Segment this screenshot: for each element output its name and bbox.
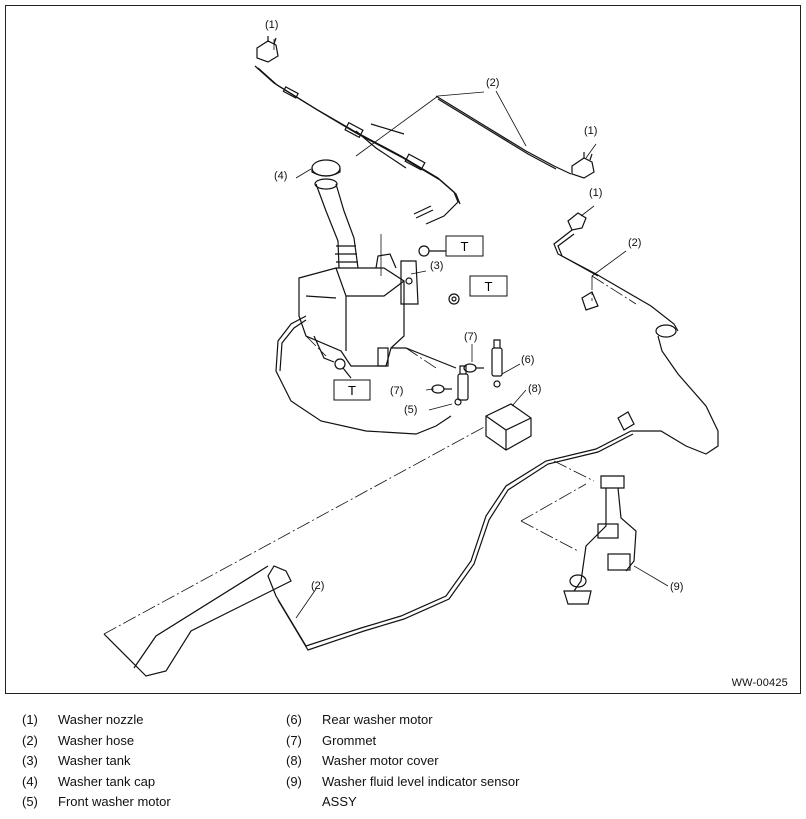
washer-nozzle-left — [256, 36, 279, 63]
legend-number: (5) — [22, 794, 38, 809]
legend-item: (2) Washer hose — [22, 731, 288, 752]
torque-label: T — [348, 383, 356, 398]
washer-tank-filler-neck — [314, 178, 359, 269]
callout-8: (8) — [528, 383, 541, 395]
legend-text: Washer tank — [58, 753, 131, 768]
drawing-id: WW-00425 — [731, 677, 788, 689]
grommet-upper — [463, 363, 484, 373]
legend-text: Rear washer motor — [322, 712, 433, 727]
legend-text: Washer tank cap — [58, 773, 156, 789]
legend-item: (8) Washer motor cover — [286, 751, 552, 772]
callout-1-rear: (1) — [589, 187, 602, 199]
washer-tank-cap — [311, 159, 341, 177]
legend-item: (6) Rear washer motor — [286, 710, 552, 731]
callout-7-upper: (7) — [464, 331, 477, 343]
callout-9: (9) — [670, 581, 683, 593]
legend-item: (3) Washer tank — [22, 751, 288, 772]
legend-number: (6) — [286, 712, 302, 727]
washer-hose-middle — [355, 95, 572, 175]
callout-6: (6) — [521, 354, 534, 366]
washer-nozzle-right — [571, 152, 595, 179]
grommet-lower — [431, 384, 452, 394]
legend-text: Washer fluid level indicator sensor ASSY — [322, 773, 520, 810]
front-washer-motor — [454, 365, 469, 406]
legend-text: Washer motor cover — [322, 753, 439, 768]
washer-hose-loop — [275, 315, 452, 435]
bolt-lower — [334, 358, 352, 379]
alignment-lines — [103, 275, 637, 635]
washer-motor-cover — [485, 403, 532, 451]
hose-clamp-rear — [581, 291, 599, 311]
legend-number: (4) — [22, 773, 38, 789]
legend-item: (1) Washer nozzle — [22, 710, 288, 731]
callout-5: (5) — [404, 404, 417, 416]
torque-label: T — [461, 239, 469, 254]
legend-item: (4) Washer tank cap — [22, 772, 288, 793]
callout-1-right: (1) — [584, 125, 597, 137]
legend-number: (2) — [22, 732, 38, 748]
legend-number: (9) — [286, 773, 302, 789]
legend-item: (9) Washer fluid level indicator sensor A… — [286, 772, 552, 813]
callout-4: (4) — [274, 170, 287, 182]
rear-washer-motor — [491, 339, 503, 388]
legend-item: (5) Front washer motor — [22, 792, 288, 813]
washer-hose-front — [254, 65, 461, 225]
torque-label: T — [485, 279, 493, 294]
legend-text: Grommet — [322, 732, 377, 748]
washer-tank — [298, 253, 457, 369]
legend-text: Washer nozzle — [58, 712, 144, 727]
legend-item: (7) Grommet — [286, 731, 552, 752]
legend-number: (8) — [286, 753, 302, 768]
torque-box-1: T — [445, 235, 484, 257]
washer-hose-rear — [553, 229, 719, 455]
leader-lines — [273, 39, 669, 619]
legend-left: (1) Washer nozzle (2) Washer hose (3) Washe… — [22, 710, 288, 813]
legend-text: Washer hose — [58, 732, 135, 748]
callout-1-left: (1) — [265, 19, 278, 31]
callout-3: (3) — [430, 260, 443, 272]
torque-box-2: T — [469, 275, 508, 297]
legend-number: (7) — [286, 732, 302, 748]
washer-nozzle-rear — [567, 212, 587, 231]
legend-text: Front washer motor — [58, 794, 171, 809]
callout-2-top: (2) — [486, 77, 499, 89]
legend-right: (6) Rear washer motor (7) Grommet (8) Washe… — [286, 710, 552, 813]
washer-hose-long — [103, 430, 634, 677]
bolt-upper — [418, 245, 446, 257]
washer-tank-bracket — [400, 260, 419, 305]
torque-box-3: T — [333, 379, 371, 401]
legend-number: (3) — [22, 753, 38, 768]
washer-system-diagram: T T T (1) (1) (1) (2) (2) (2) (3) (4) (5… — [103, 19, 719, 677]
callout-2-bottom: (2) — [311, 580, 324, 592]
hose-clip — [617, 411, 635, 431]
washer-fluid-level-sensor — [563, 475, 637, 605]
callout-2-rear: (2) — [628, 237, 641, 249]
callout-7-lower: (7) — [390, 385, 403, 397]
diagram-frame: T T T (1) (1) (1) (2) (2) (2) (3) (4) (5… — [5, 5, 801, 694]
legend-number: (1) — [22, 712, 38, 727]
nut-right — [448, 293, 460, 305]
